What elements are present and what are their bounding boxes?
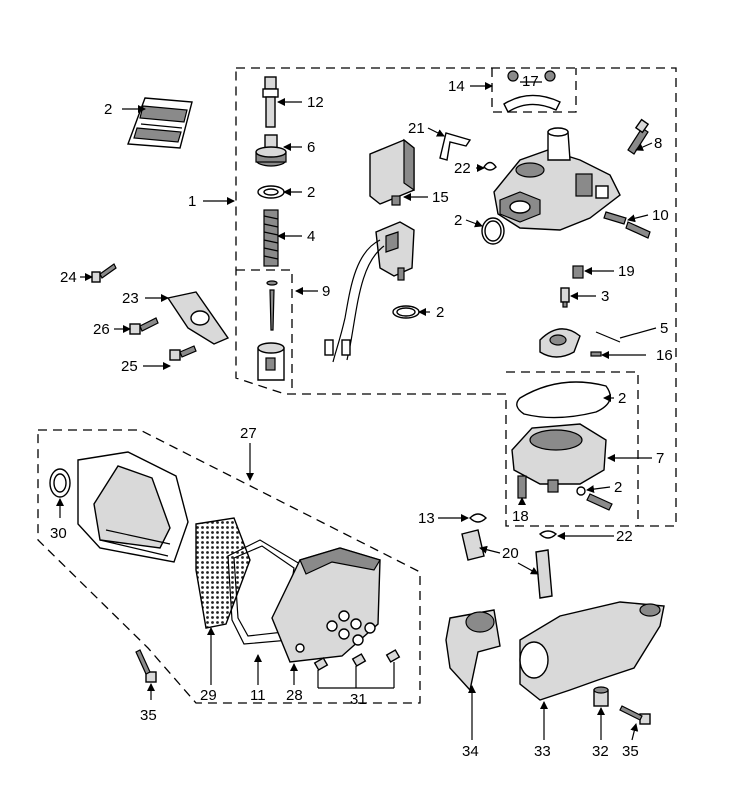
leader-lines <box>56 81 657 741</box>
label-6: 6 <box>307 139 315 156</box>
label-16: 16 <box>656 347 673 364</box>
part-8-screw <box>627 118 650 155</box>
label-7: 7 <box>656 450 664 467</box>
part-6-cap <box>255 134 287 167</box>
part-15-coil-body <box>324 221 415 363</box>
label-11: 11 <box>250 687 266 704</box>
part-35-screw-left <box>135 649 157 683</box>
airbox-group-boundary <box>37 429 421 704</box>
part-10-screw <box>603 211 651 239</box>
label-31: 31 <box>350 691 367 708</box>
part-12-jet-tube <box>262 76 279 128</box>
part-label-sticker <box>127 97 193 149</box>
part-35-screw-right <box>619 705 651 725</box>
label-24: 24 <box>60 269 77 286</box>
group-14-boundary <box>491 68 577 113</box>
part-30-seal <box>49 468 71 498</box>
part-32-grommet <box>593 686 609 707</box>
label-12: 12 <box>307 94 324 111</box>
label-28: 28 <box>286 687 303 704</box>
part-23-insulator <box>166 291 230 345</box>
part-21-hose <box>439 132 472 161</box>
part-19-jet <box>572 265 584 279</box>
label-4: 4 <box>307 228 315 245</box>
label-27: 27 <box>240 425 257 442</box>
part-33-intake-silencer <box>519 601 665 701</box>
part-9-throttle-slide <box>257 342 285 381</box>
label-21: 21 <box>408 120 425 137</box>
part-2-bowl-gasket <box>516 381 611 419</box>
label-26: 26 <box>93 321 110 338</box>
label-8: 8 <box>654 135 662 152</box>
part-31-screws <box>313 649 401 671</box>
part-2-oring-mid <box>392 305 420 319</box>
label-18: 18 <box>512 508 529 525</box>
label-2-gasket: 2 <box>454 212 462 229</box>
part-4-spring <box>263 209 279 267</box>
label-34: 34 <box>462 743 479 760</box>
part-22-clip-upper <box>483 161 497 171</box>
label-1: 1 <box>188 193 196 210</box>
part-17-clamp <box>503 70 561 114</box>
label-22-upper: 22 <box>454 160 471 177</box>
label-17: 17 <box>522 73 539 90</box>
label-32: 32 <box>592 743 609 760</box>
label-30: 30 <box>50 525 67 542</box>
label-3: 3 <box>601 288 609 305</box>
callout-labels: 1 2 2 2 2 2 2 3 4 5 6 7 8 9 10 11 12 13 … <box>50 73 673 760</box>
part-airbox-body <box>77 451 189 563</box>
part-2-washer-upper <box>257 185 285 199</box>
part-20-hose-long <box>535 549 553 599</box>
part-7-float-bowl <box>511 423 607 493</box>
part-13-clip <box>469 513 487 523</box>
part-2-small-washer <box>576 486 613 511</box>
label-2-washer: 2 <box>307 184 315 201</box>
label-25: 25 <box>121 358 138 375</box>
label-2-sticker: 2 <box>104 101 112 118</box>
part-15-coil-cap <box>369 138 415 206</box>
label-14: 14 <box>448 78 465 95</box>
label-2-bowl-gasket: 2 <box>618 390 626 407</box>
part-5-float <box>539 328 621 358</box>
label-10: 10 <box>652 207 669 224</box>
label-13: 13 <box>418 510 435 527</box>
label-15: 15 <box>432 189 449 206</box>
part-22-clip-lower <box>538 530 558 539</box>
label-23: 23 <box>122 290 139 307</box>
label-29: 29 <box>200 687 217 704</box>
label-22-lower: 22 <box>616 528 633 545</box>
part-20-hose-short <box>461 529 485 561</box>
label-2-oring: 2 <box>436 304 444 321</box>
part-24-bolt <box>91 263 117 283</box>
label-19: 19 <box>618 263 635 280</box>
part-25-bolt <box>169 345 197 361</box>
label-35-right: 35 <box>622 743 639 760</box>
part-34-intake-duct <box>445 609 501 692</box>
part-26-bolt <box>129 317 159 335</box>
label-5: 5 <box>660 320 668 337</box>
part-18-drain-screw <box>517 475 527 499</box>
part-29-filter-element <box>195 517 251 629</box>
group-9-boundary <box>236 269 293 394</box>
part-3-jet <box>560 287 570 308</box>
part-16-pin <box>590 351 602 357</box>
carburetor-group-boundary <box>235 67 677 527</box>
label-9: 9 <box>322 283 330 300</box>
part-28-airbox-cover <box>271 547 381 663</box>
label-20: 20 <box>502 545 519 562</box>
part-2-gasket-ring <box>481 217 505 245</box>
label-35-left: 35 <box>140 707 157 724</box>
label-33: 33 <box>534 743 551 760</box>
part-9-needle <box>266 280 278 331</box>
carburetor-body <box>493 127 621 231</box>
label-2-small-washer: 2 <box>614 479 622 496</box>
